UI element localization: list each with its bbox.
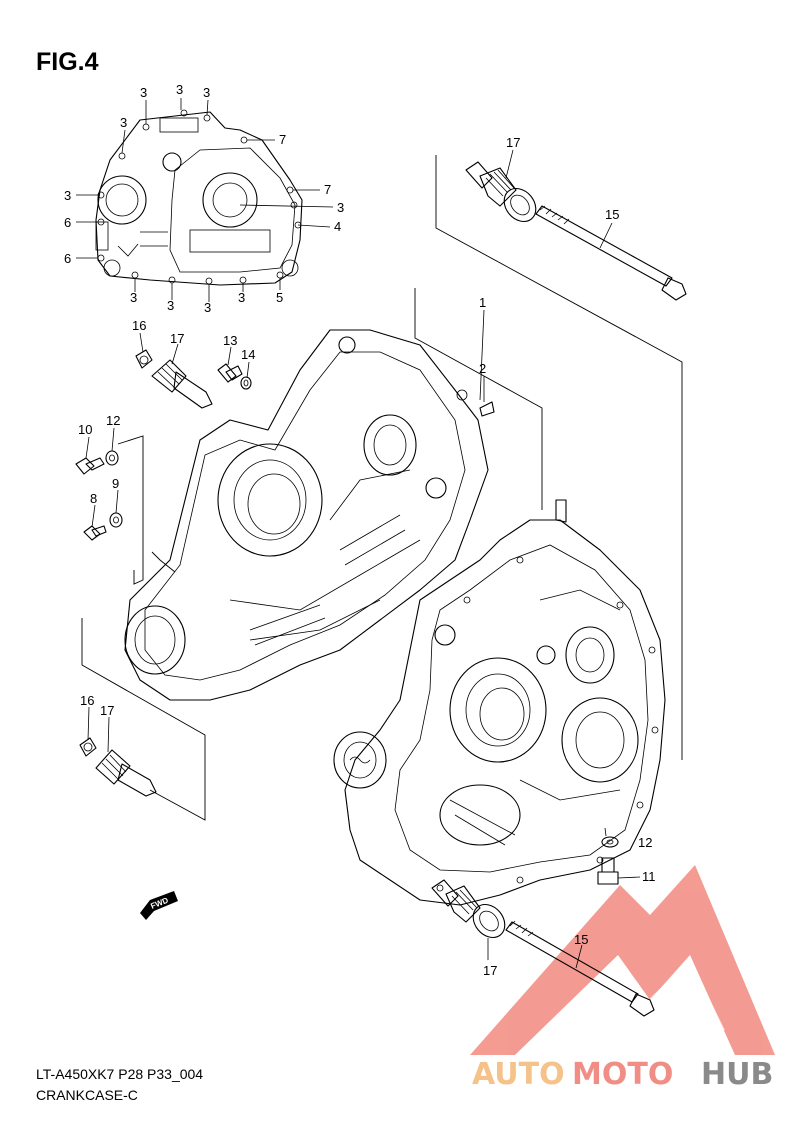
fwd-direction-arrow[interactable]: FWD [140, 891, 178, 920]
callout-17: 17 [170, 331, 184, 346]
part-17-top [465, 161, 537, 223]
watermark-auto: AUTO [472, 1057, 565, 1092]
callout-3: 3 [238, 290, 245, 305]
model-code: LT-A450XK7 P28 P33_004 [36, 1066, 204, 1082]
watermark-triangle-icon [470, 865, 775, 1055]
callout-6: 6 [64, 215, 71, 230]
callout-9: 9 [112, 476, 119, 491]
callout-7: 7 [324, 182, 331, 197]
callout-11: 11 [642, 869, 656, 884]
callout-2: 2 [479, 361, 486, 376]
part-12-right [601, 836, 619, 848]
watermark-hub: HUB [701, 1057, 773, 1092]
callout-1: 1 [479, 295, 486, 310]
frame-left [117, 435, 144, 585]
part-12-left [105, 450, 119, 466]
crankcase-left-half [124, 329, 495, 701]
bolt-15-top [535, 205, 687, 301]
callout-3: 3 [130, 290, 137, 305]
inset-leader-lines [76, 98, 334, 302]
inset-callouts: 3 3 3 3 3 6 6 3 3 3 3 5 7 7 3 4 [64, 82, 344, 315]
bolt-15-bottom [505, 920, 655, 1017]
part-10 [75, 457, 105, 475]
watermark-moto: MOTO [572, 1057, 673, 1092]
part-17-left [151, 359, 213, 409]
callout-15: 15 [605, 207, 619, 222]
callout-3: 3 [140, 85, 147, 100]
part-14 [240, 376, 252, 390]
callout-7: 7 [279, 132, 286, 147]
frame-top-inner [414, 288, 543, 510]
callout-10: 10 [78, 422, 92, 437]
callout-4: 4 [334, 219, 341, 234]
watermark-wordmark: AUTO MOTO HUB [472, 1057, 773, 1092]
callout-8: 8 [90, 491, 97, 506]
watermark-logo [470, 865, 775, 1055]
part-16-left [135, 349, 153, 369]
callout-12: 12 [106, 413, 120, 428]
callout-17: 17 [506, 135, 520, 150]
part-11 [597, 857, 619, 885]
part-16-low [79, 737, 97, 757]
callout-3: 3 [167, 298, 174, 313]
arrow-icon [140, 891, 178, 920]
part-17-bottom [431, 879, 506, 939]
crankcase-right-half [333, 499, 666, 906]
part-9 [109, 512, 123, 528]
callout-12: 12 [638, 835, 652, 850]
callout-15: 15 [574, 932, 588, 947]
frame-top-right [435, 155, 683, 760]
frame-lower-left [81, 618, 206, 821]
crankcase-inset-view [95, 109, 303, 286]
callout-17: 17 [100, 703, 114, 718]
callout-3: 3 [64, 188, 71, 203]
part-17-low [95, 749, 157, 797]
callout-3: 3 [120, 115, 127, 130]
callout-5: 5 [276, 290, 283, 305]
part-13 [217, 363, 243, 383]
callout-3: 3 [176, 82, 183, 97]
callout-3: 3 [204, 300, 211, 315]
section-name: CRANKCASE-C [36, 1087, 138, 1103]
callout-14: 14 [241, 347, 255, 362]
figure-title: FIG.4 [36, 48, 99, 76]
callout-13: 13 [223, 333, 237, 348]
callout-3: 3 [203, 85, 210, 100]
callout-3: 3 [337, 200, 344, 215]
callout-16: 16 [80, 693, 94, 708]
part-8 [83, 525, 107, 541]
callout-17: 17 [483, 963, 497, 978]
callout-6: 6 [64, 251, 71, 266]
callout-16: 16 [132, 318, 146, 333]
